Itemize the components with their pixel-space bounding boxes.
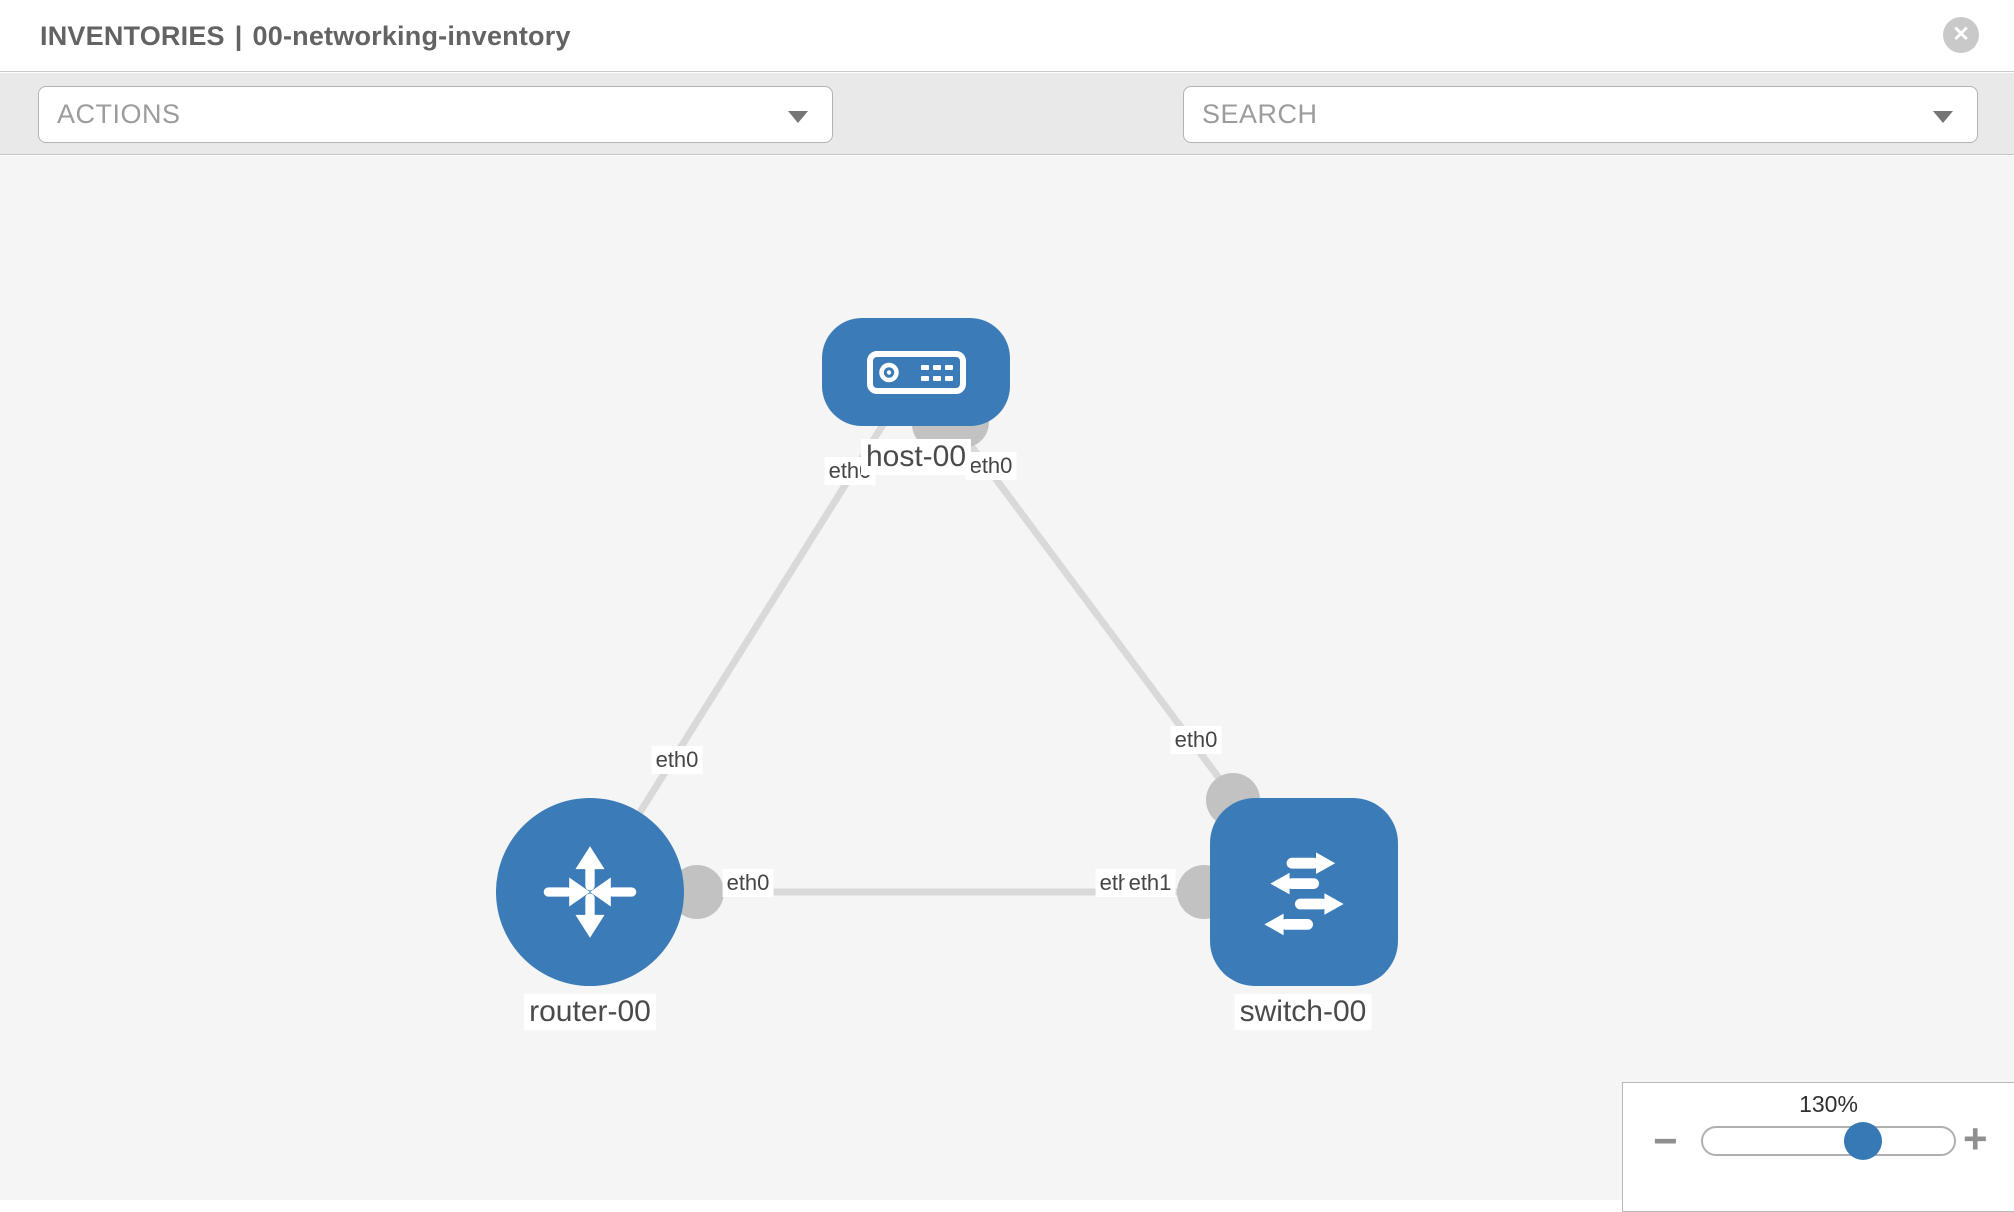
switch-arrows-icon <box>1264 852 1344 936</box>
zoom-slider-track[interactable] <box>1701 1126 1956 1156</box>
chevron-down-icon <box>1933 111 1953 123</box>
if-label-switch-eth1: eth1 <box>1124 869 1176 897</box>
zoom-slider-thumb[interactable] <box>1844 1122 1882 1160</box>
actions-dropdown-label: ACTIONS <box>57 99 181 129</box>
header-bar: INVENTORIES | 00-networking-inventory ✕ <box>0 0 2014 72</box>
node-label-router: router-00 <box>524 994 656 1030</box>
if-label-router-to-switch: eth0 <box>722 869 774 897</box>
breadcrumb-section: INVENTORIES <box>40 21 225 51</box>
zoom-out-icon[interactable]: − <box>1653 1117 1678 1164</box>
close-icon[interactable]: ✕ <box>1943 17 1979 53</box>
node-host[interactable] <box>822 318 1010 426</box>
if-label-host-to-switch: eth0 <box>965 452 1017 480</box>
if-label-switch-to-host: eth0 <box>1170 726 1222 754</box>
router-arrows-icon <box>543 846 637 938</box>
node-label-host: host-00 <box>860 439 972 475</box>
connector-router-eth0[interactable] <box>670 865 724 919</box>
topology-canvas[interactable]: host-00 router-00 switch-00 eth0 eth0 et… <box>0 156 2014 1200</box>
chevron-down-icon <box>788 111 808 123</box>
server-icon <box>867 351 966 394</box>
zoom-level-value: 130% <box>1799 1091 1858 1117</box>
actions-dropdown[interactable]: ACTIONS <box>38 86 833 143</box>
inventory-name: 00-networking-inventory <box>252 21 571 51</box>
if-label-router-to-host: eth0 <box>651 746 703 774</box>
node-router[interactable] <box>496 798 684 986</box>
search-dropdown[interactable]: SEARCH <box>1183 86 1978 143</box>
node-switch[interactable] <box>1210 798 1398 986</box>
toolbar: ACTIONS SEARCH <box>0 73 2014 205</box>
node-label-switch: switch-00 <box>1234 994 1372 1030</box>
search-dropdown-label: SEARCH <box>1202 99 1318 129</box>
zoom-panel: 130% − + <box>1622 1082 2014 1212</box>
page-title: INVENTORIES | 00-networking-inventory <box>40 0 571 72</box>
breadcrumb-separator: | <box>234 21 243 51</box>
zoom-in-icon[interactable]: + <box>1963 1115 1988 1162</box>
